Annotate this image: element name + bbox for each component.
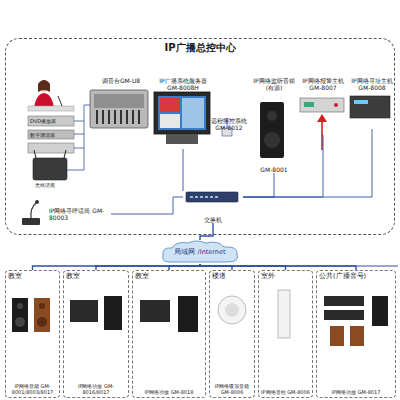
- source-label: 数字调谐器: [30, 132, 55, 138]
- zone-heading: 教室: [135, 273, 203, 280]
- device-label: IP广播系统服务器 GM-8008H: [153, 77, 213, 91]
- zone-heading: 公共(广播音号): [319, 273, 393, 280]
- server-node: IP广播系统服务器 GM-8008H: [153, 77, 213, 149]
- bus-line: [240, 266, 398, 267]
- alarm-host-node: IP网络报警主机 GM-8007: [299, 77, 347, 135]
- audio-source-stack: [28, 105, 90, 180]
- operator-figure: [28, 80, 74, 111]
- zone-box: 楼道 IP网络吸顶音箱 GM-8006: [209, 270, 255, 398]
- monitor-speaker-node: IP网络监听音箱(有源) GM-8001: [253, 77, 295, 173]
- zone-box: 教室 IP网络功放 GM-8018: [132, 270, 206, 398]
- device-label: IP网络音箱 GM-8001/8003/8017: [8, 383, 57, 395]
- zone-devices: [12, 290, 388, 346]
- device-label: 局域网 /Internet: [160, 249, 240, 256]
- device-label: IP网络音柱 GM-8006: [261, 389, 310, 395]
- device-label: IP网络监听音箱(有源): [253, 77, 295, 91]
- addressing-host-node: IP网络寻址主机 GM-8008: [349, 77, 395, 129]
- source-label: DVD播放器: [30, 118, 56, 124]
- network-cloud: 局域网 /Internet: [160, 240, 240, 264]
- zone-heading: 教室: [8, 273, 57, 280]
- zone-heading: 楼道: [212, 273, 252, 280]
- zone-box: 教室 IP网络音箱 GM-8001/8003/8017: [5, 270, 60, 398]
- network-switch: [186, 192, 238, 202]
- alarm-host: [300, 98, 344, 150]
- zone-heading: 室外: [261, 273, 310, 280]
- mixer-device: [90, 90, 148, 128]
- frame-title: IP广播总控中心: [164, 41, 235, 55]
- network-cable: [200, 223, 213, 240]
- zone-heading: 教室: [66, 273, 126, 280]
- device-label: 远程播控系统 GM-8012: [205, 117, 253, 131]
- device-label: 交换机: [183, 216, 243, 223]
- paging-mic-node: IP网络寻呼话筒 GM-80003: [19, 197, 111, 231]
- device-label: IP网络功放 GM-8017: [319, 389, 393, 395]
- network-cable: [243, 129, 372, 197]
- switch-node: 交换机: [183, 191, 243, 223]
- network-cable: [243, 135, 323, 197]
- paging-microphone: [22, 200, 40, 225]
- device-label: IP网络吸顶音箱 GM-8006: [212, 383, 252, 395]
- monitor-speaker: [260, 102, 284, 158]
- source-label: 无线话筒: [35, 182, 55, 188]
- device-label: IP网络寻址主机 GM-8008: [349, 77, 395, 91]
- control-center-frame: IP广播总控中心调音台GM-U8IP广播系统服务器 GM-8008H 远程播控系统…: [5, 38, 395, 235]
- mixer-node: 调音台GM-U8: [89, 77, 153, 133]
- addressing-host: [350, 96, 390, 118]
- network-cable: [183, 149, 184, 191]
- zone-box: 公共(广播音号) IP网络功放 GM-8017: [316, 270, 396, 398]
- device-label: IP网络报警主机 GM-8007: [299, 77, 347, 91]
- zone-box: 教室 IP网络功放 GM-8016/8017: [63, 270, 129, 398]
- zone-box: 室外 IP网络音柱 GM-8006: [258, 270, 313, 398]
- device-label: IP网络功放 GM-8016/8017: [66, 383, 126, 395]
- network-cable: [111, 197, 183, 214]
- remote-node: 远程播控系统 GM-8012: [205, 117, 253, 151]
- device-label: IP网络寻呼话筒 GM-80003: [49, 207, 111, 221]
- device-label: 调音台GM-U8: [89, 77, 153, 84]
- network-cable: [243, 173, 274, 197]
- device-label: GM-8001: [253, 166, 295, 173]
- server-monitor: [154, 92, 210, 144]
- device-label: IP网络功放 GM-8018: [135, 389, 203, 395]
